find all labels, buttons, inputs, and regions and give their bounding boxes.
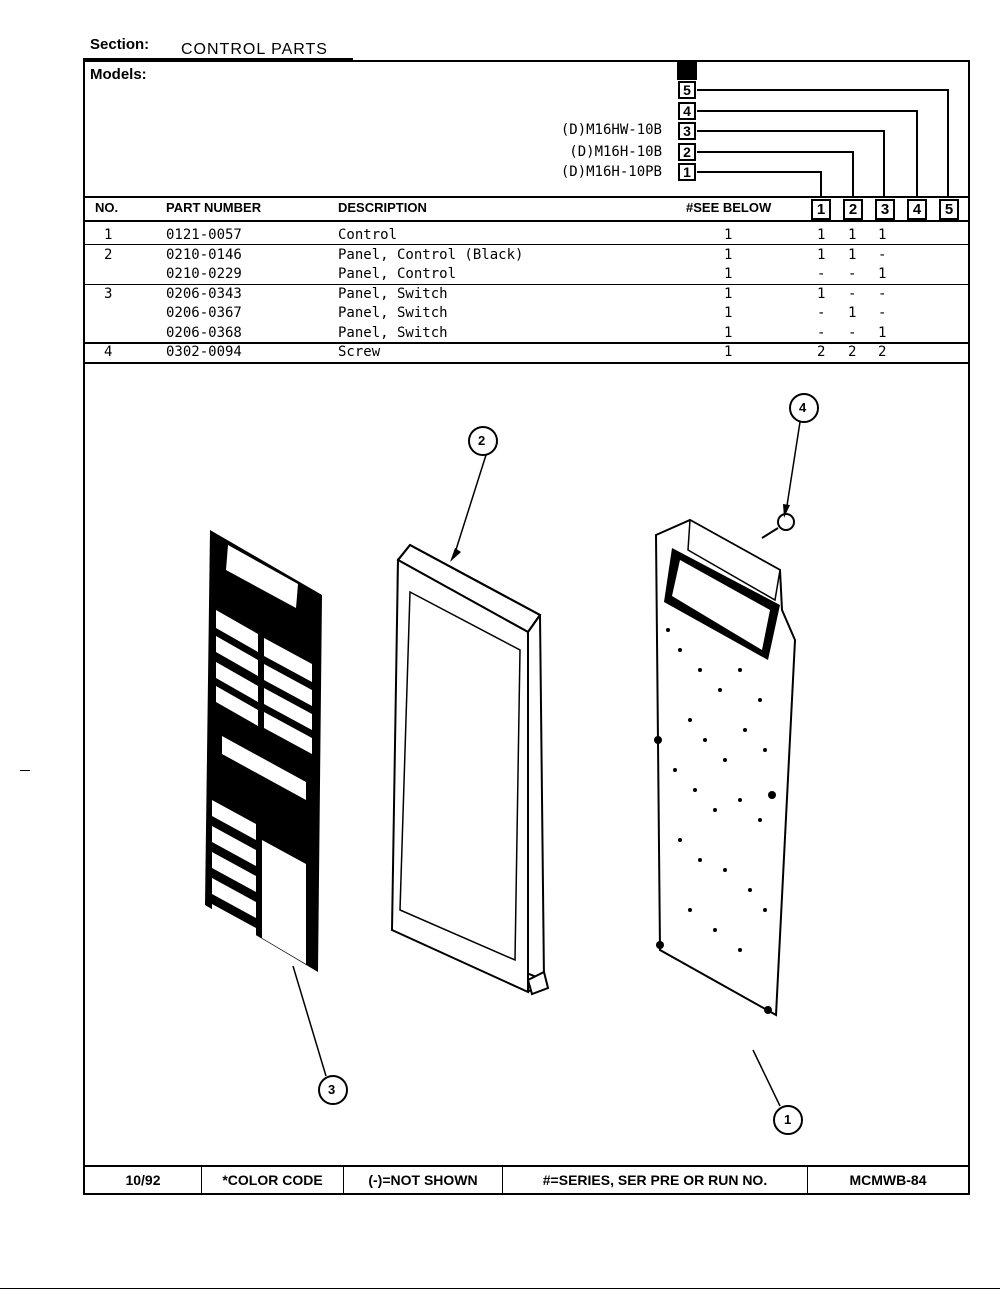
row-m2: 2 — [848, 344, 857, 360]
row-m1: - — [817, 266, 826, 282]
table-header-bar — [85, 196, 968, 222]
model-box-5: 5 — [678, 81, 696, 99]
row-description: Panel, Switch — [338, 305, 448, 321]
callout-label-2: 2 — [478, 433, 486, 448]
model-box-1: 1 — [678, 163, 696, 181]
row-m3: - — [878, 286, 887, 302]
row-part-number: 0210-0146 — [166, 247, 242, 263]
footer-not-shown: (-)=NOT SHOWN — [344, 1166, 503, 1194]
callout-label-3: 3 — [328, 1082, 336, 1097]
col-header-model-5: 5 — [939, 199, 959, 220]
row-no: 1 — [104, 227, 113, 243]
model-name-3: (D)M16H-10PB — [560, 164, 662, 180]
margin-mark — [20, 770, 30, 771]
row-description: Control — [338, 227, 398, 243]
row-m2: - — [848, 266, 857, 282]
model-box-2: 2 — [678, 143, 696, 161]
row-qty: 1 — [724, 247, 733, 263]
row-m1: 1 — [817, 227, 826, 243]
row-description: Panel, Switch — [338, 286, 448, 302]
model-stack-cap — [677, 62, 697, 80]
row-part-number: 0206-0368 — [166, 325, 242, 341]
row-qty: 1 — [724, 266, 733, 282]
row-description: Panel, Switch — [338, 325, 448, 341]
callout-circle-1 — [773, 1105, 803, 1135]
col-header-model-4: 4 — [907, 199, 927, 220]
row-m3: 1 — [878, 325, 887, 341]
row-description: Screw — [338, 344, 381, 360]
switch-panel-drawing — [205, 530, 322, 972]
row-m1: 1 — [817, 286, 826, 302]
row-m1: - — [817, 325, 826, 341]
col-header-part-number: PART NUMBER — [166, 200, 262, 215]
page-bottom-line — [0, 1288, 1000, 1289]
row-m1: 2 — [817, 344, 826, 360]
row-description: Panel, Control — [338, 266, 457, 282]
row-m2: 1 — [848, 247, 857, 263]
row-qty: 1 — [724, 286, 733, 302]
row-m2: 1 — [848, 305, 857, 321]
model-name-1: (D)M16HW-10B — [560, 122, 662, 138]
row-no: 2 — [104, 247, 113, 263]
row-m1: - — [817, 305, 826, 321]
row-m3: 2 — [878, 344, 887, 360]
section-underline — [83, 58, 353, 60]
row-m2: - — [848, 325, 857, 341]
footer-color-code: *COLOR CODE — [202, 1166, 344, 1194]
col-header-description: DESCRIPTION — [338, 200, 427, 215]
callout-label-1: 1 — [784, 1112, 792, 1127]
row-qty: 1 — [724, 305, 733, 321]
model-box-3: 3 — [678, 122, 696, 140]
row-m3: 1 — [878, 266, 887, 282]
col-header-model-1: 1 — [811, 199, 831, 220]
col-header-no: NO. — [95, 200, 119, 215]
row-qty: 1 — [724, 325, 733, 341]
control-board-drawing — [654, 518, 797, 1017]
footer-doc-id: MCMWB-84 — [849, 1172, 927, 1188]
control-panel-drawing — [390, 543, 550, 996]
row-description: Panel, Control (Black) — [338, 247, 524, 263]
row-m3: - — [878, 305, 887, 321]
callout-circle-4 — [789, 393, 819, 423]
row-divider — [85, 284, 968, 285]
row-part-number: 0302-0094 — [166, 344, 242, 360]
callout-circle-2 — [468, 426, 498, 456]
row-m2: 1 — [848, 227, 857, 243]
row-m1: 1 — [817, 247, 826, 263]
model-connector-lines — [697, 89, 949, 198]
row-m3: 1 — [878, 227, 887, 243]
models-label: Models: — [90, 66, 147, 83]
row-qty: 1 — [724, 344, 733, 360]
row-m3: - — [878, 247, 887, 263]
footer-top-line — [85, 1165, 968, 1167]
screw-drawing — [761, 513, 795, 539]
row-part-number: 0206-0343 — [166, 286, 242, 302]
section-title: CONTROL PARTS — [181, 41, 328, 58]
row-part-number: 0210-0229 — [166, 266, 242, 282]
footer-date: 10/92 — [85, 1166, 202, 1194]
model-name-2: (D)M16H-10B — [569, 144, 662, 160]
parts-illustration — [205, 393, 819, 1135]
row-qty: 1 — [724, 227, 733, 243]
row-part-number: 0121-0057 — [166, 227, 242, 243]
row-divider — [85, 342, 968, 344]
col-header-model-3: 3 — [875, 199, 895, 220]
row-part-number: 0206-0367 — [166, 305, 242, 321]
parts-frame — [83, 60, 970, 1195]
row-no: 4 — [104, 344, 113, 360]
footer-series-note: #=SERIES, SER PRE OR RUN NO. — [503, 1166, 808, 1194]
callout-label-4: 4 — [799, 400, 807, 415]
row-m2: - — [848, 286, 857, 302]
model-box-4: 4 — [678, 102, 696, 120]
col-header-model-2: 2 — [843, 199, 863, 220]
col-header-see-below: #SEE BELOW — [686, 200, 772, 215]
section-label: Section: — [90, 36, 150, 53]
table-bottom-line — [85, 362, 968, 364]
callout-circle-3 — [318, 1075, 348, 1105]
row-divider — [85, 244, 968, 245]
row-no: 3 — [104, 286, 113, 302]
